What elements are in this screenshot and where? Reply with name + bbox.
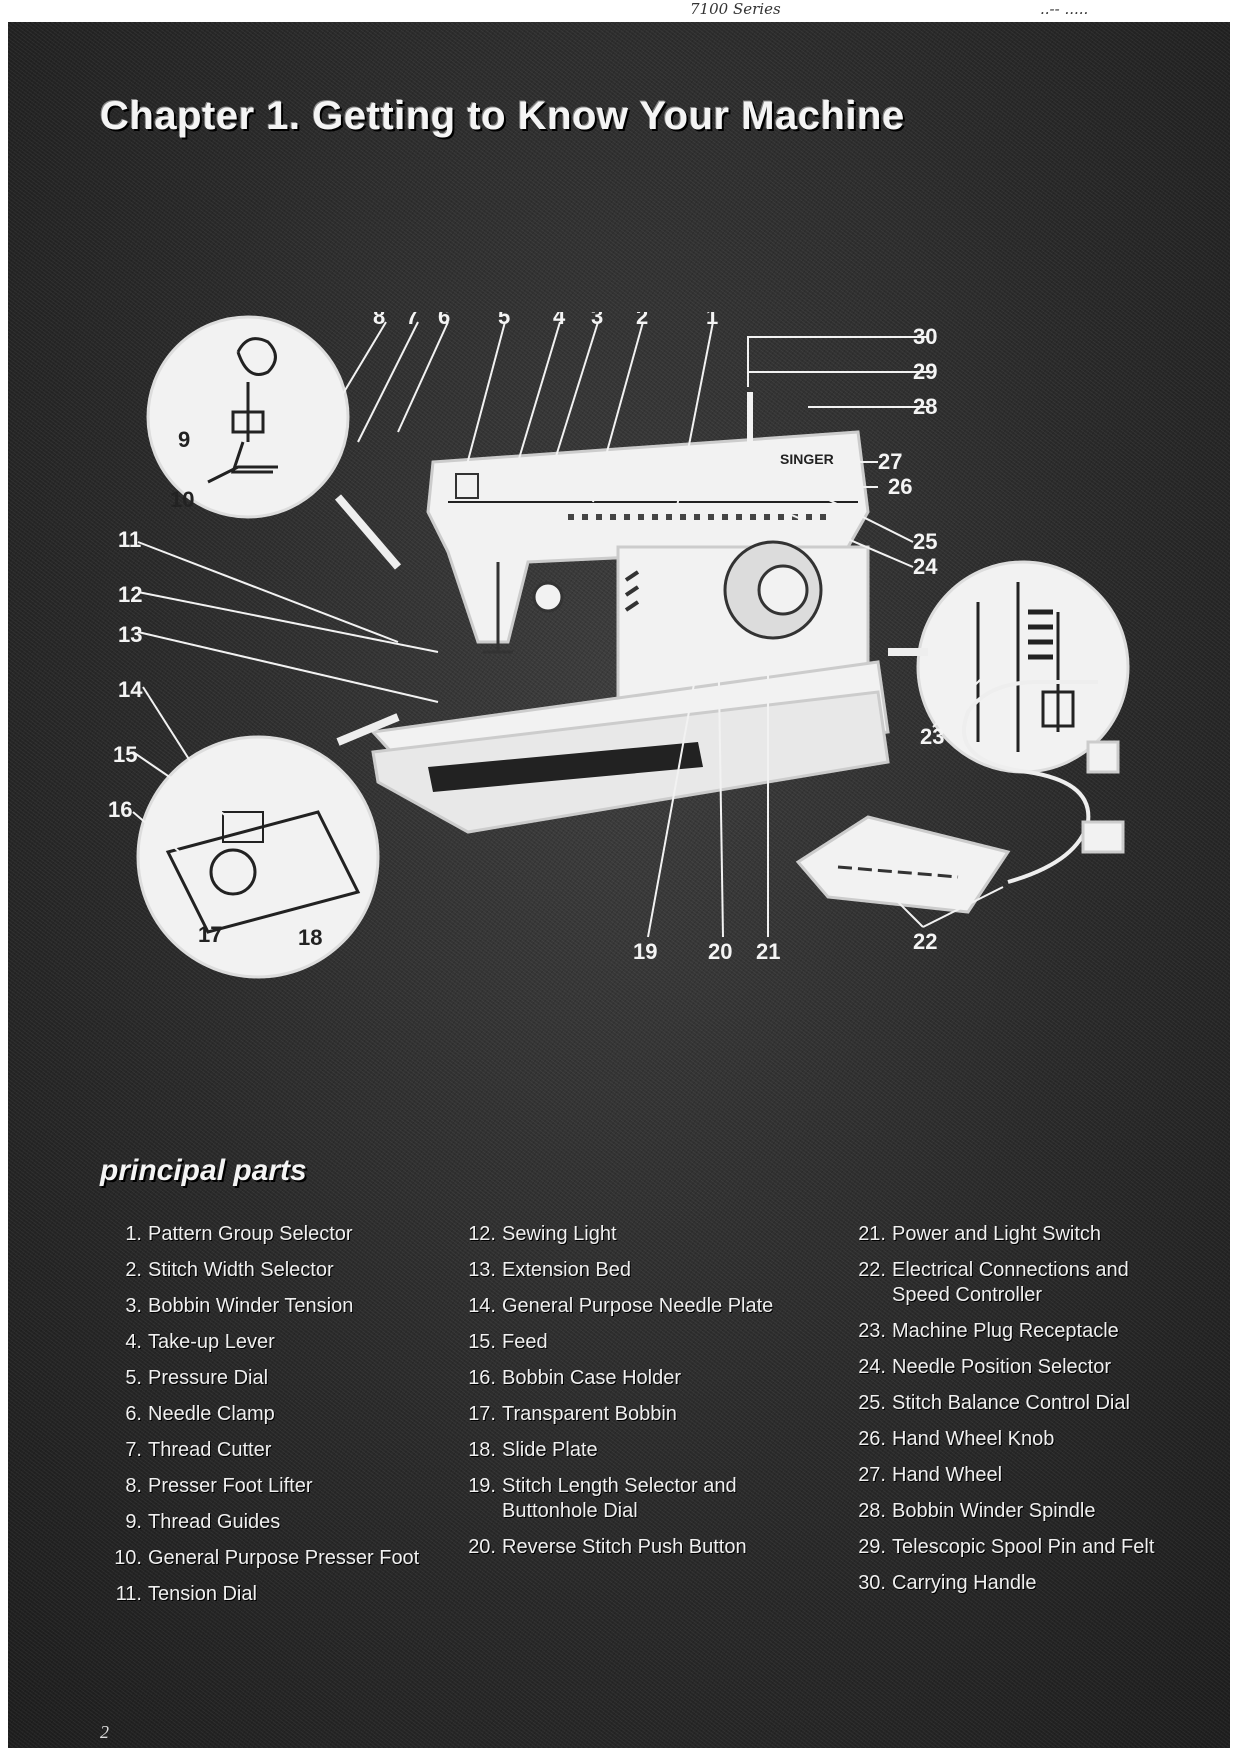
callout-29: 29	[913, 359, 937, 384]
callout-24: 24	[913, 554, 938, 579]
callout-27: 27	[878, 449, 902, 474]
callout-13: 13	[118, 622, 142, 647]
part-item: 30.Carrying Handle	[858, 1572, 1037, 1594]
callout-14: 14	[118, 677, 143, 702]
callout-1: 1	[706, 312, 718, 329]
callout-3: 3	[591, 312, 603, 329]
callout-17: 17	[198, 922, 222, 947]
part-item: 5.Pressure Dial	[125, 1367, 269, 1389]
callout-20: 20	[708, 939, 732, 964]
chapter-title: Chapter 1. Getting to Know Your Machine	[100, 94, 905, 138]
callout-11: 11	[118, 527, 141, 552]
part-item: 22.Electrical Connections and Speed Cont…	[858, 1259, 1129, 1306]
part-item: 15.Feed	[468, 1331, 548, 1353]
part-item: 28.Bobbin Winder Spindle	[858, 1500, 1096, 1522]
part-item: 29.Telescopic Spool Pin and Felt	[858, 1536, 1155, 1558]
part-item: 23.Machine Plug Receptacle	[858, 1320, 1119, 1342]
foot-controller	[795, 815, 1011, 914]
callout-15: 15	[113, 742, 137, 767]
callout-8: 8	[373, 312, 385, 329]
part-item: 1.Pattern Group Selector	[125, 1223, 353, 1245]
part-item: 7.Thread Cutter	[125, 1439, 272, 1461]
dark-stripe	[428, 742, 703, 792]
parts-list-column-3: 21.Power and Light Switch 22.Electrical …	[846, 1222, 1182, 1607]
part-item: 20.Reverse Stitch Push Button	[468, 1536, 747, 1558]
callout-25: 25	[913, 529, 937, 554]
handwritten-scan-note: 7100 Series ..-- .....	[690, 0, 1170, 20]
parts-list-column-1: 1.Pattern Group Selector 2.Stitch Width …	[108, 1222, 438, 1618]
part-item: 12.Sewing Light	[468, 1223, 617, 1245]
callout-30: 30	[913, 324, 937, 349]
part-item: 8.Presser Foot Lifter	[125, 1475, 313, 1497]
callout-23: 23	[920, 724, 944, 749]
callout-28: 28	[913, 394, 937, 419]
callout-22: 22	[913, 929, 937, 954]
part-item: 27.Hand Wheel	[858, 1464, 1003, 1486]
part-item: 17.Transparent Bobbin	[468, 1403, 677, 1425]
part-item: 9.Thread Guides	[125, 1511, 281, 1533]
callout-10: 10	[170, 487, 194, 512]
page-number: 2	[100, 1722, 109, 1742]
part-item: 18.Slide Plate	[468, 1439, 598, 1461]
callout-9: 9	[178, 427, 190, 452]
callout-16: 16	[108, 797, 132, 822]
sewing-machine-illustration: SINGER 8 7 6 5 4 3 2 1 30 29 28 27 26 25…	[108, 312, 1130, 979]
part-item: 4.Take-up Lever	[125, 1331, 275, 1353]
callout-26: 26	[888, 474, 912, 499]
machine-head	[426, 430, 870, 644]
callout-4: 4	[553, 312, 566, 329]
part-item: 6.Needle Clamp	[125, 1403, 275, 1425]
callout-19: 19	[633, 939, 657, 964]
part-item: 14.General Purpose Needle Plate	[468, 1295, 774, 1317]
part-item: 25.Stitch Balance Control Dial	[858, 1392, 1130, 1414]
part-item: 24.Needle Position Selector	[858, 1356, 1112, 1378]
brand-label: SINGER	[780, 451, 834, 467]
parts-list-column-2: 12.Sewing Light 13.Extension Bed 14.Gene…	[456, 1222, 796, 1571]
part-item: 2.Stitch Width Selector	[125, 1259, 334, 1281]
part-item: 16.Bobbin Case Holder	[468, 1367, 681, 1389]
callout-7: 7	[406, 312, 418, 329]
part-item: 13.Extension Bed	[468, 1259, 631, 1281]
callout-21: 21	[756, 939, 780, 964]
part-item: 11.Tension Dial	[115, 1583, 257, 1605]
callout-12: 12	[118, 582, 142, 607]
callout-6: 6	[438, 312, 450, 329]
principal-parts-heading: principal parts	[100, 1154, 307, 1187]
callout-18: 18	[298, 925, 322, 950]
callout-numbers: 8 7 6 5 4 3 2 1 30 29 28 27 26 25 24 9 1…	[108, 312, 944, 964]
part-item: 21.Power and Light Switch	[858, 1223, 1102, 1245]
power-cord	[962, 680, 1098, 884]
callout-5: 5	[498, 312, 510, 329]
handwritten-series-note: 7100 Series	[690, 0, 781, 18]
part-item: 10.General Purpose Presser Foot	[114, 1547, 420, 1569]
callout-2: 2	[636, 312, 648, 329]
manual-page: Chapter 1. Getting to Know Your Machine	[8, 22, 1230, 1748]
handwritten-margin-note: ..-- .....	[1040, 0, 1089, 18]
part-item: 26.Hand Wheel Knob	[858, 1428, 1055, 1450]
part-item: 3.Bobbin Winder Tension	[125, 1295, 354, 1317]
part-item: 19.Stitch Length Selector and Buttonhole…	[468, 1475, 737, 1522]
